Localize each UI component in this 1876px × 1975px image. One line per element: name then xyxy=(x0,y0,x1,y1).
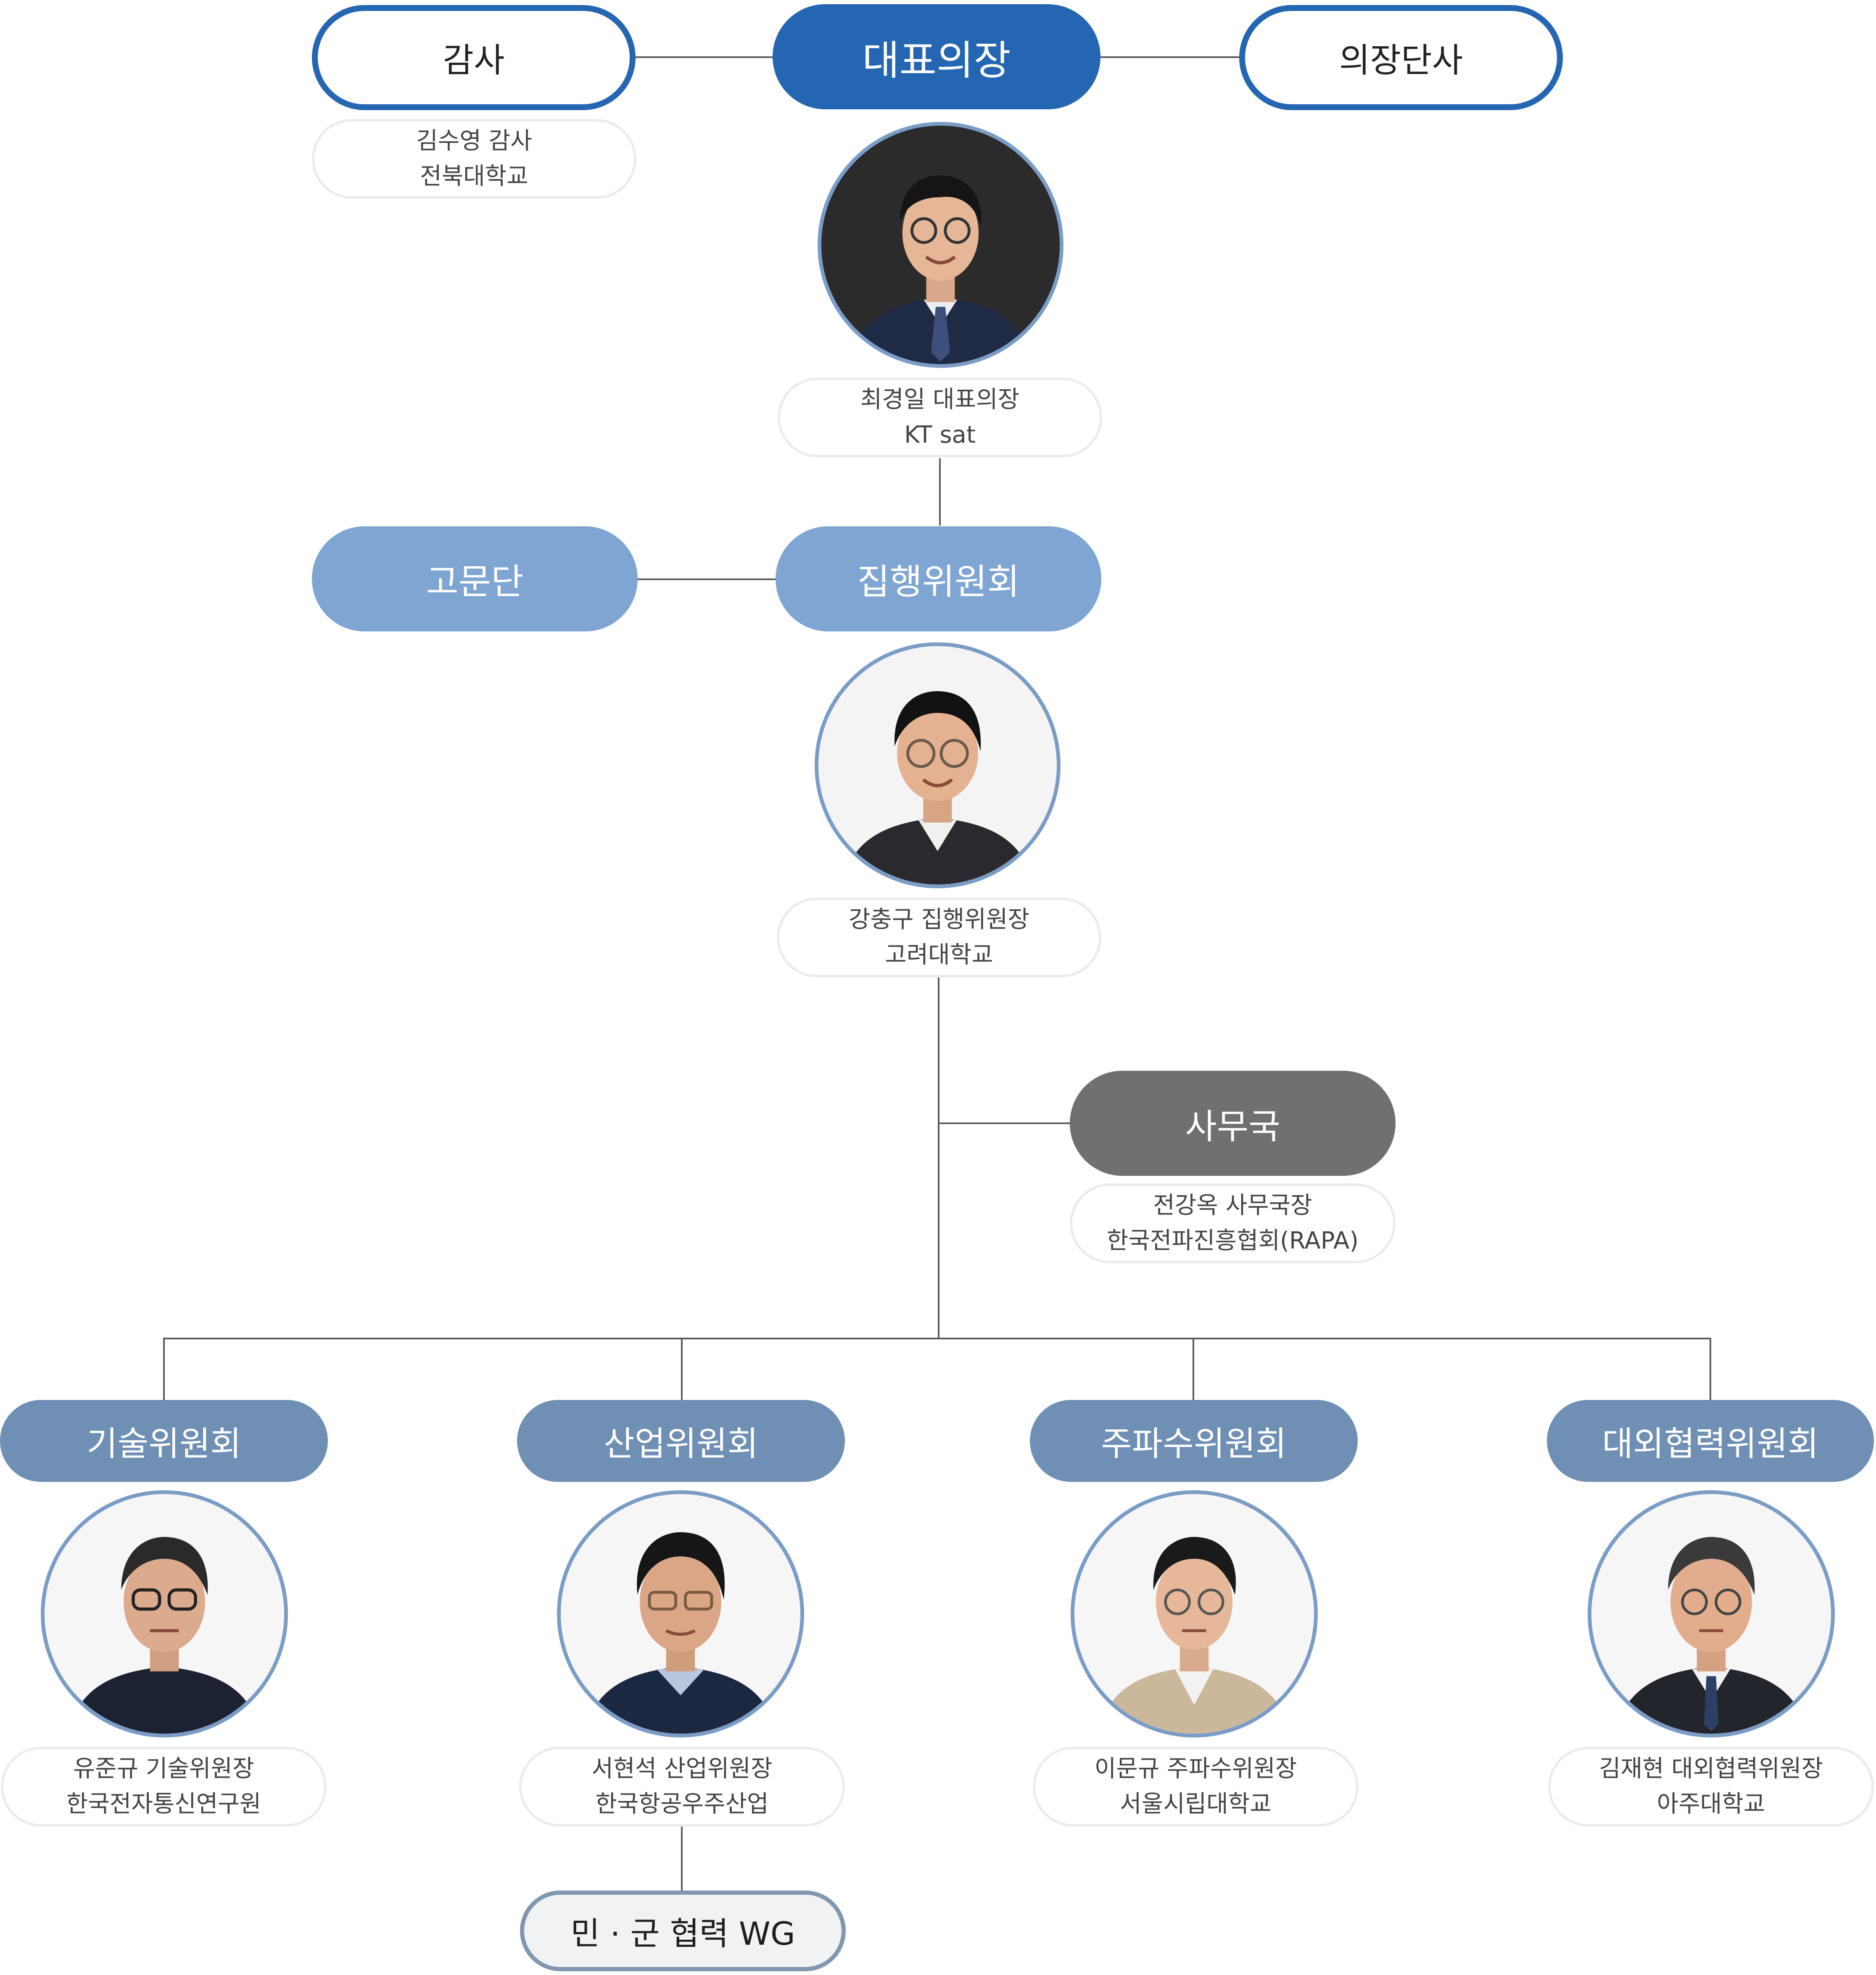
connector-ceo-executive xyxy=(939,458,941,525)
secretariat-person-card: 전강옥 사무국장 한국전파진흥협회(RAPA) xyxy=(1070,1183,1396,1263)
committee-frequency-person-org: 서울시립대학교 xyxy=(1120,1790,1272,1818)
committee-tech-photo-icon xyxy=(45,1494,284,1734)
connector-industry-wg xyxy=(681,1827,683,1894)
committee-industry-person-name: 서현석 산업위원장 xyxy=(591,1755,773,1782)
executive-photo-icon xyxy=(818,646,1057,885)
connector-committee-tech xyxy=(163,1338,165,1401)
ceo-photo-icon xyxy=(821,126,1060,364)
committee-external-person-card: 김재현 대외협력위원장 아주대학교 xyxy=(1548,1747,1874,1827)
audit-person-name: 김수영 감사 xyxy=(416,127,532,155)
committee-frequency-person-name: 이문규 주파수위원장 xyxy=(1094,1755,1297,1782)
committee-external-person-org: 아주대학교 xyxy=(1657,1790,1765,1818)
board-box: 의장단사 xyxy=(1239,5,1563,110)
committee-tech-avatar xyxy=(41,1490,288,1737)
connector-advisory-executive xyxy=(635,578,778,580)
connector-committee-frequency xyxy=(1193,1338,1194,1401)
secretariat-person-name: 전강옥 사무국장 xyxy=(1153,1192,1312,1219)
connector-committee-external xyxy=(1710,1338,1711,1401)
committee-external-box: 대외협력위원회 xyxy=(1547,1400,1874,1482)
executive-person-card: 강충구 집행위원장 고려대학교 xyxy=(777,898,1101,977)
committee-industry-person-org: 한국항공우주산업 xyxy=(595,1790,769,1818)
committee-external-person-name: 김재현 대외협력위원장 xyxy=(1599,1755,1823,1782)
secretariat-box: 사무국 xyxy=(1070,1071,1396,1176)
executive-box: 집행위원회 xyxy=(776,526,1101,631)
ceo-person-card: 최경일 대표의장 KT sat xyxy=(778,378,1102,457)
committee-industry-box: 산업위원회 xyxy=(517,1400,845,1482)
connector-executive-trunk xyxy=(938,977,939,1339)
audit-person-org: 전북대학교 xyxy=(420,163,528,190)
connector-secretariat xyxy=(939,1122,1071,1124)
audit-person-card: 김수영 감사 전북대학교 xyxy=(312,119,636,199)
committee-external-photo-icon xyxy=(1591,1494,1831,1734)
committee-tech-person-org: 한국전자통신연구원 xyxy=(66,1790,261,1818)
secretariat-person-org: 한국전파진흥협회(RAPA) xyxy=(1106,1227,1359,1254)
executive-person-org: 고려대학교 xyxy=(885,941,993,969)
committee-tech-box: 기술위원회 xyxy=(0,1400,328,1482)
committee-tech-person-card: 유준규 기술위원장 한국전자통신연구원 xyxy=(1,1747,327,1827)
working-group-box: 민 · 군 협력 WG xyxy=(520,1891,846,1971)
committee-external-avatar xyxy=(1588,1490,1835,1737)
connector-committees-bus xyxy=(163,1338,1711,1339)
ceo-person-org: KT sat xyxy=(904,421,976,449)
committee-frequency-photo-icon xyxy=(1074,1494,1314,1734)
executive-person-name: 강충구 집행위원장 xyxy=(849,906,1029,933)
committee-frequency-box: 주파수위원회 xyxy=(1030,1400,1358,1482)
advisory-box: 고문단 xyxy=(312,526,638,631)
committee-tech-person-name: 유준규 기술위원장 xyxy=(73,1755,254,1782)
ceo-box: 대표의장 xyxy=(773,4,1100,109)
committee-industry-avatar xyxy=(557,1490,804,1737)
connector-audit-ceo xyxy=(631,56,778,58)
connector-ceo-board xyxy=(1097,56,1244,58)
committee-industry-photo-icon xyxy=(561,1494,800,1734)
committee-industry-person-card: 서현석 산업위원장 한국항공우주산업 xyxy=(519,1747,845,1827)
committee-frequency-person-card: 이문규 주파수위원장 서울시립대학교 xyxy=(1033,1747,1359,1827)
ceo-person-name: 최경일 대표의장 xyxy=(860,386,1020,413)
committee-frequency-avatar xyxy=(1071,1490,1318,1737)
connector-committee-industry xyxy=(681,1338,683,1401)
executive-avatar xyxy=(815,642,1061,888)
audit-box: 감사 xyxy=(312,5,636,110)
ceo-avatar xyxy=(818,122,1063,368)
